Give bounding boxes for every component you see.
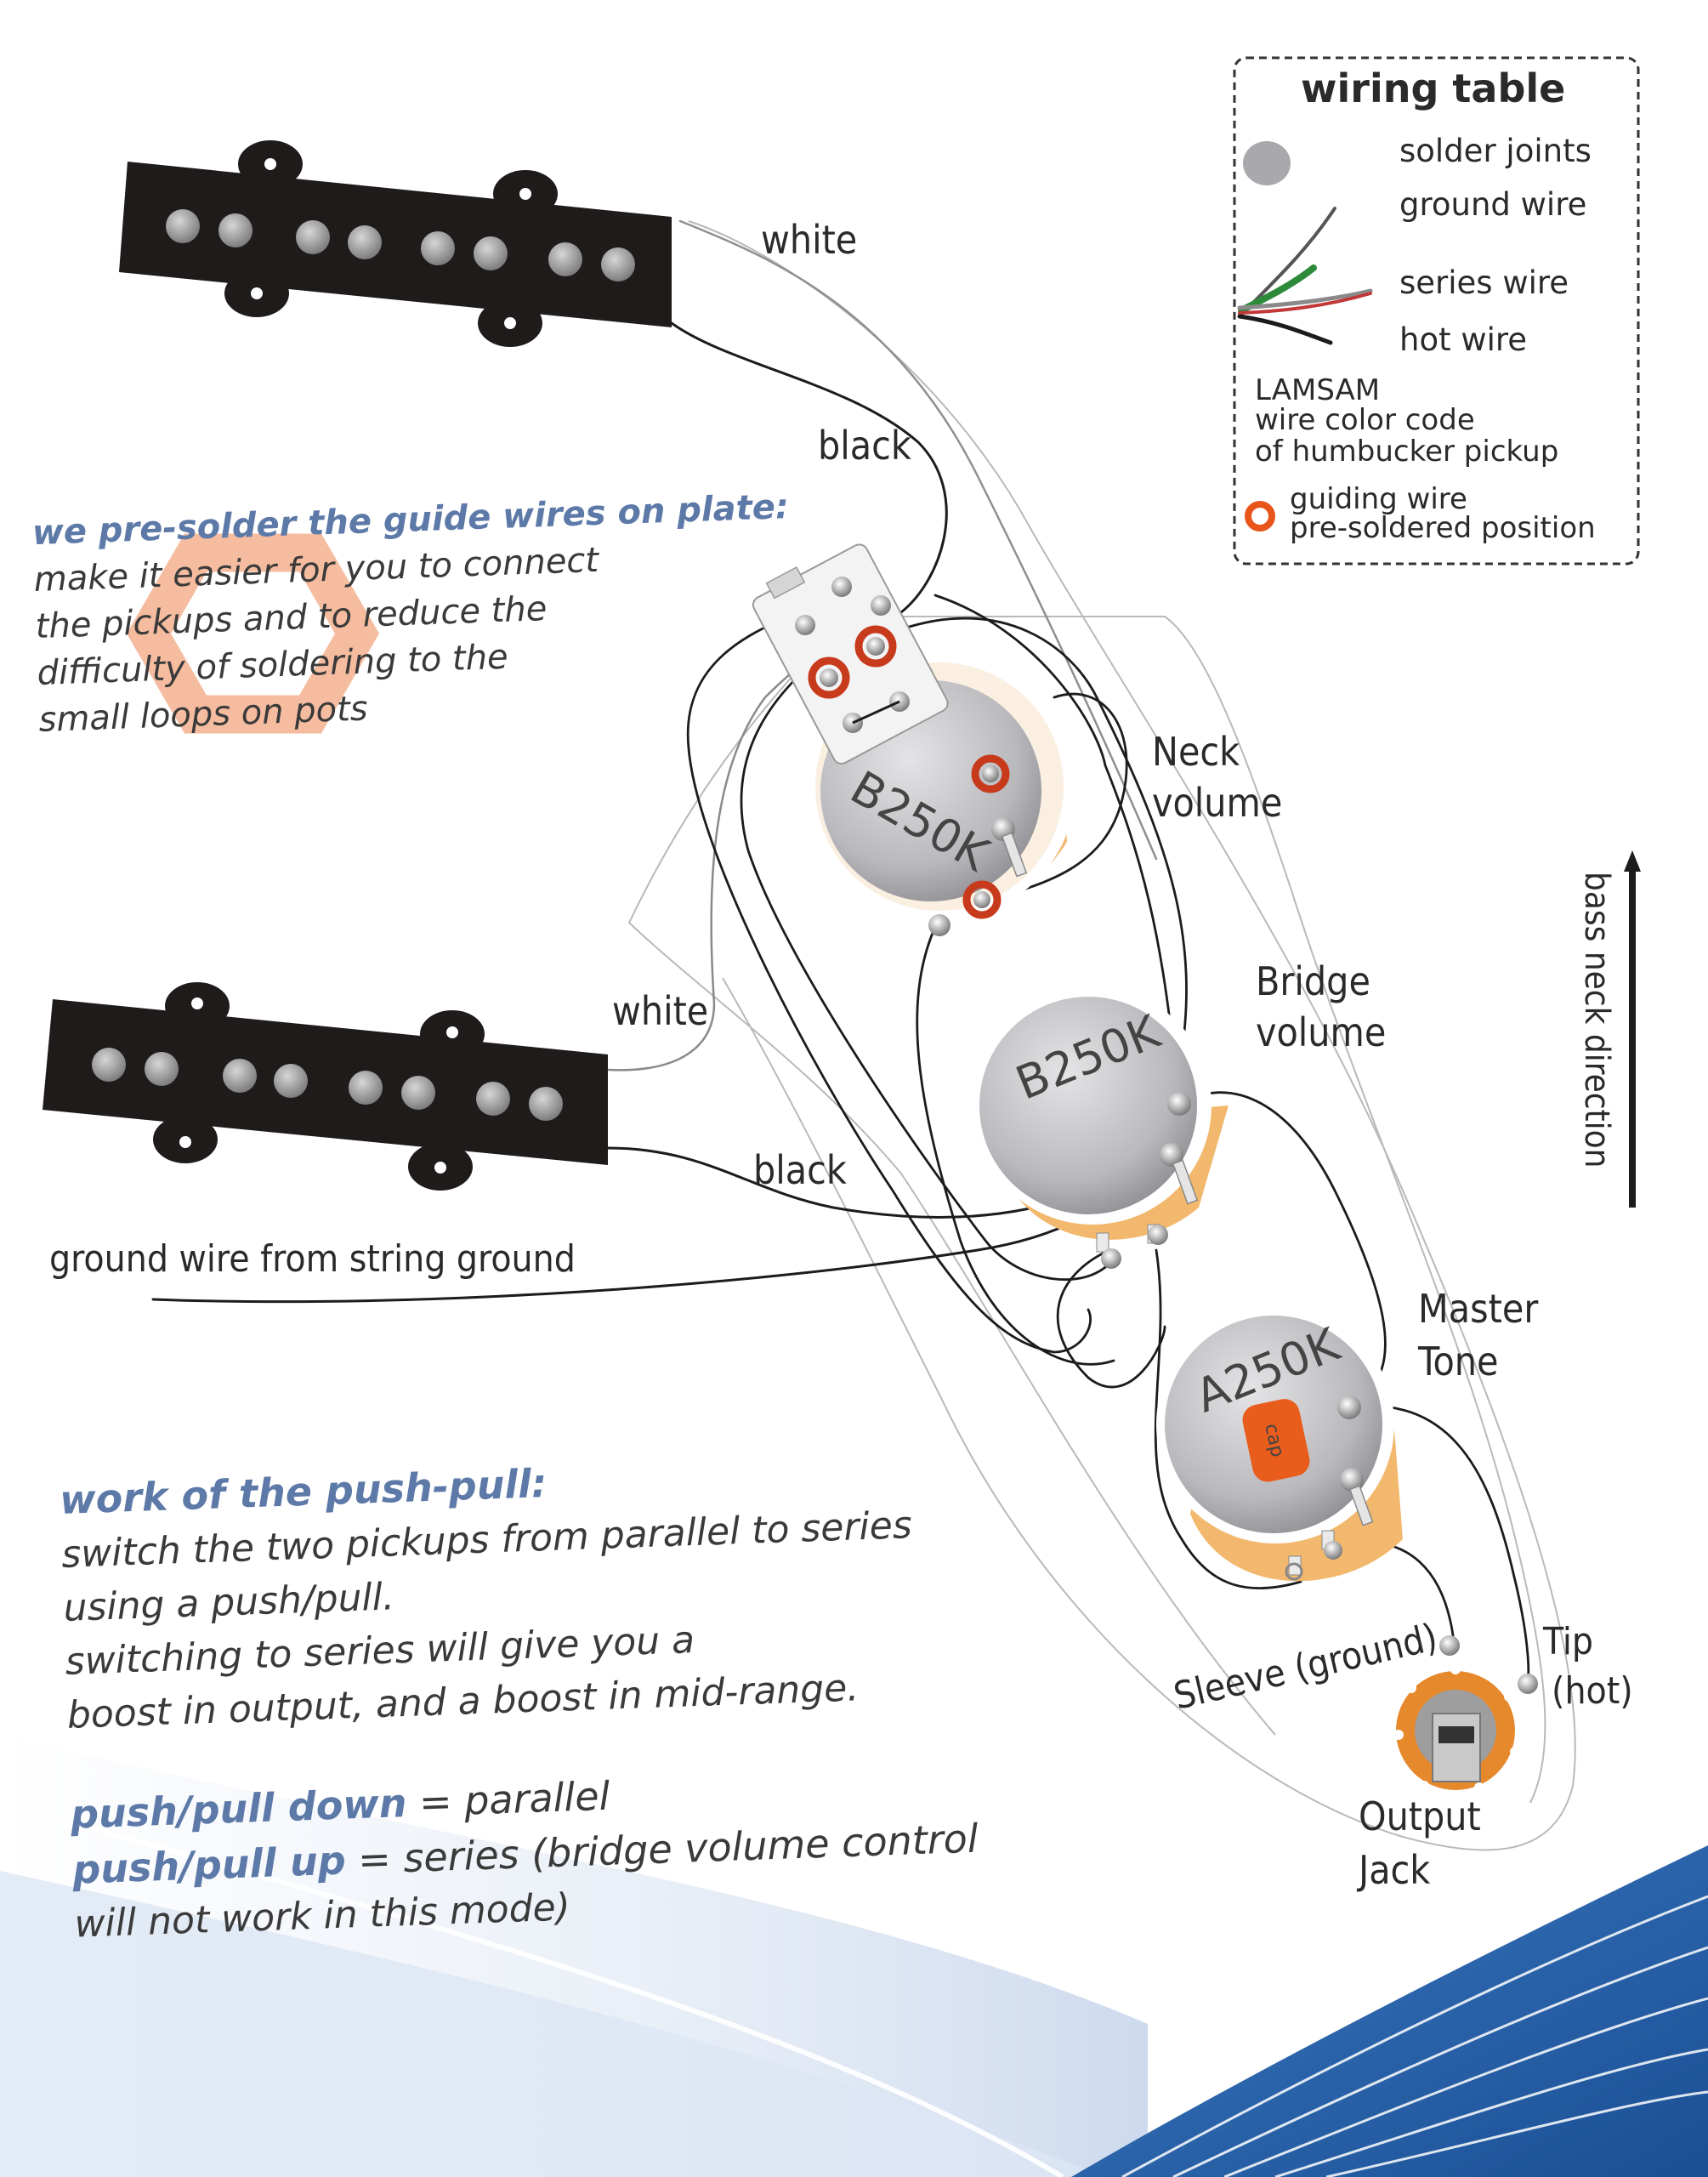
svg-text:pre-soldered position: pre-soldered position — [1290, 511, 1596, 545]
guide-ring — [971, 754, 1010, 793]
bridge-pickup — [43, 982, 608, 1191]
background-waves — [0, 1735, 1708, 2177]
push-pull-note: work of the push-pull: switch the two pi… — [59, 1460, 979, 1947]
neck-pickup — [119, 140, 672, 347]
svg-text:the pickups and to reduce the: the pickups and to reduce the — [35, 589, 548, 646]
label-black-top: black — [818, 423, 911, 469]
label-tip-1: Tip — [1542, 1620, 1593, 1663]
guide-ring — [808, 657, 850, 699]
label-output-2: Jack — [1356, 1847, 1430, 1893]
guide-ring — [854, 625, 897, 668]
label-sleeve: Sleeve (ground) — [1170, 1616, 1441, 1719]
guide-ring-swatch — [1245, 501, 1275, 531]
legend-title: wiring table — [1301, 65, 1565, 111]
neck-direction-indicator: bass neck direction — [1577, 850, 1641, 1208]
svg-text:we pre-solder the guide wires: we pre-solder the guide wires on plate: — [31, 487, 789, 553]
solder-joint-swatch — [1243, 141, 1291, 185]
bridge-volume-pot: B250K — [973, 986, 1229, 1269]
label-bridge-volume-1: Bridge — [1256, 958, 1370, 1004]
pole-pieces — [166, 209, 635, 281]
svg-text:difficulty of soldering to the: difficulty of soldering to the — [37, 638, 509, 693]
output-jack — [1393, 1635, 1538, 1793]
label-master-tone-2: Tone — [1417, 1339, 1498, 1384]
wiring-legend: wiring table solder joints ground wire s… — [1233, 56, 1640, 566]
svg-text:wire color code: wire color code — [1255, 403, 1475, 437]
label-white-top: white — [761, 217, 857, 263]
label-white-bottom: white — [612, 988, 708, 1034]
neck-volume-pot: B250K — [752, 543, 1075, 936]
label-tip-2: (hot) — [1552, 1669, 1633, 1713]
svg-text:series wire: series wire — [1399, 264, 1569, 301]
svg-text:hot wire: hot wire — [1399, 321, 1527, 358]
label-bridge-volume-2: volume — [1256, 1009, 1386, 1055]
label-neck-direction: bass neck direction — [1577, 872, 1616, 1168]
label-output-1: Output — [1359, 1793, 1481, 1839]
wire-swatches — [1237, 207, 1373, 345]
svg-text:switching to series will give: switching to series will give you a — [65, 1618, 695, 1684]
control-cavity-outline — [627, 220, 1576, 1851]
label-neck-volume-2: volume — [1152, 780, 1282, 826]
svg-text:guiding wire: guiding wire — [1290, 482, 1467, 516]
guide-note: we pre-solder the guide wires on plate: … — [31, 487, 789, 740]
svg-text:solder joints: solder joints — [1399, 133, 1592, 169]
tone-capacitor: cap — [1242, 1399, 1310, 1482]
guide-ring — [962, 880, 1002, 919]
label-neck-volume-1: Neck — [1152, 729, 1240, 775]
master-tone-pot: A250K cap — [1156, 1305, 1403, 1582]
svg-text:of humbucker pickup: of humbucker pickup — [1255, 435, 1558, 469]
svg-text:ground wire: ground wire — [1399, 186, 1586, 223]
svg-text:LAMSAM: LAMSAM — [1255, 373, 1380, 407]
pole-pieces — [92, 1048, 563, 1121]
wiring — [151, 219, 1530, 1685]
svg-text:using a push/pull.: using a push/pull. — [63, 1575, 395, 1630]
label-master-tone-1: Master — [1418, 1286, 1539, 1332]
hexagon-decoration — [127, 533, 379, 734]
label-black-bottom: black — [753, 1147, 847, 1193]
label-ground-string: ground wire from string ground — [49, 1237, 576, 1281]
svg-text:work of the push-pull:: work of the push-pull: — [59, 1460, 548, 1523]
